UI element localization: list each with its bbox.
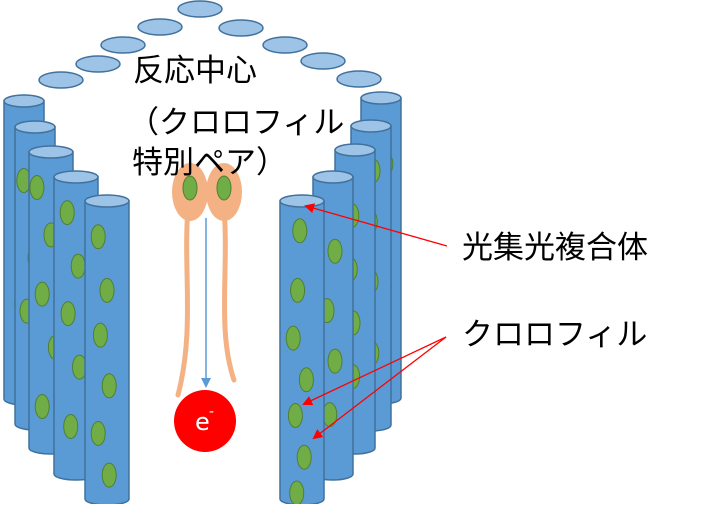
pointer-arrow — [304, 203, 448, 247]
cylinder-top — [28, 145, 74, 159]
ring-ellipse — [262, 36, 308, 54]
chlorophyll-dot — [296, 444, 312, 470]
cylinder-body — [84, 200, 130, 506]
ring-ellipse — [336, 70, 382, 88]
chlorophyll-dot — [63, 413, 79, 439]
chlorophyll-dot — [92, 322, 108, 348]
reaction-center-label: 反応中心 — [133, 53, 257, 89]
chlorophyll-dot — [99, 277, 115, 303]
chlorophyll-dot — [90, 224, 106, 250]
cylinder-top — [279, 194, 325, 208]
special-pair-chlorophyll-right — [216, 175, 232, 201]
pointer-arrows — [302, 203, 448, 440]
special-pair-chlorophyll-left — [182, 175, 198, 201]
chlorophyll-dot — [34, 281, 50, 307]
chlorophyll-dot — [327, 348, 343, 374]
cylinder-top — [3, 94, 45, 108]
chlorophyll-dot — [292, 218, 308, 244]
light-harvesting-complex-label: 光集光複合体 — [462, 230, 648, 266]
chlorophyll-dot — [101, 462, 117, 488]
chlorophyll-dot — [59, 200, 75, 226]
electron-circle — [174, 390, 236, 452]
electron-group: e - — [174, 390, 236, 452]
special-pair-tail-left — [175, 205, 191, 398]
chlorophyll-dot — [290, 277, 306, 303]
ring-ellipse — [100, 36, 146, 54]
chlorophyll-dot — [70, 253, 86, 279]
ring-ellipse — [177, 0, 223, 18]
cylinder-top — [360, 91, 402, 105]
ring-ellipse — [300, 52, 346, 70]
chlorophyll-dot — [34, 394, 50, 420]
chlorophyll-label: クロロフィル — [462, 317, 648, 353]
reaction-center-sub-label-1: （クロロフィル — [128, 105, 345, 141]
chlorophyll-dot — [289, 480, 305, 506]
ring-ellipse — [75, 55, 121, 73]
chlorophyll-dot — [322, 402, 338, 428]
chlorophyll-dot — [101, 373, 117, 399]
antenna-cylinders — [3, 91, 402, 506]
cylinder-top — [14, 120, 56, 134]
chlorophyll-dot — [29, 175, 45, 201]
pointer-arrow — [302, 336, 447, 406]
special-pair-tail-right — [221, 205, 237, 383]
chlorophyll-dot — [60, 301, 76, 327]
ring-ellipse — [137, 18, 183, 36]
ring-ellipse — [218, 19, 264, 37]
chlorophyll-dot — [287, 403, 303, 429]
chlorophyll-dot — [327, 238, 343, 264]
electron-label: e — [195, 408, 210, 436]
cylinder-top — [334, 143, 376, 157]
chlorophyll-dot — [298, 367, 314, 393]
back-ring-ellipses — [38, 0, 382, 89]
chlorophyll-dot — [90, 420, 106, 446]
ring-ellipse — [38, 71, 84, 89]
cylinder-top — [312, 170, 354, 184]
cylinder-top — [350, 119, 392, 133]
special-pair — [172, 163, 242, 398]
antenna-cylinder — [279, 194, 325, 506]
chlorophyll-dot — [285, 325, 301, 351]
electron-charge-label: - — [209, 404, 214, 420]
cylinder-top — [84, 194, 130, 208]
cylinder-top — [53, 170, 99, 184]
antenna-cylinder — [84, 194, 130, 506]
reaction-center-sub-label-2: 特別ペア） — [132, 145, 287, 181]
pointer-arrow — [312, 336, 447, 440]
